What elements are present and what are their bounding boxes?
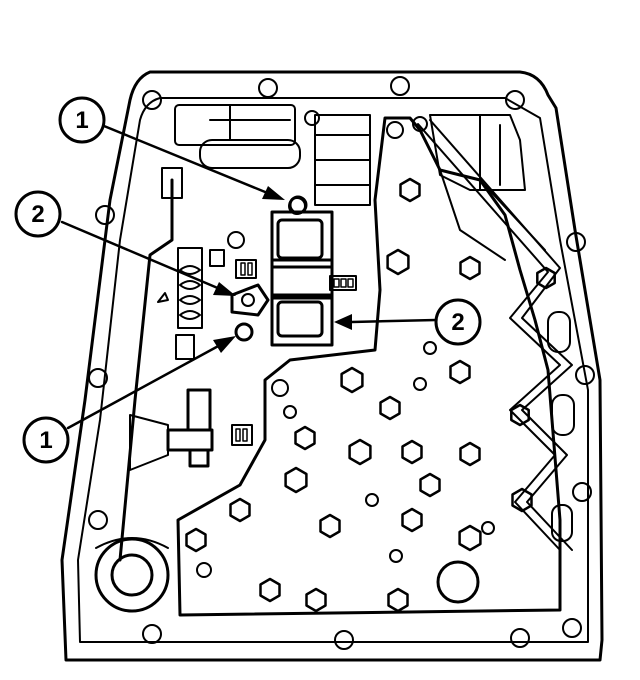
case-bolt-hole bbox=[95, 205, 115, 225]
lower-left-bore bbox=[94, 537, 170, 613]
round-bolt-icon bbox=[386, 121, 404, 139]
hex-bolt-icon bbox=[401, 439, 423, 465]
hex-bolt-icon bbox=[401, 507, 423, 533]
arrow-head bbox=[213, 282, 236, 296]
case-bolt-hole bbox=[258, 78, 278, 98]
hex-bolt-icon bbox=[348, 438, 372, 466]
hex-bolt-icon bbox=[536, 266, 556, 290]
case-bolt-hole bbox=[390, 76, 410, 96]
hex-bolt-icon bbox=[458, 524, 482, 552]
leader-lower-1 bbox=[66, 342, 224, 430]
solenoid-bolt-lower bbox=[234, 322, 254, 342]
solenoid-bolt-upper bbox=[288, 195, 308, 215]
case-bolt-hole bbox=[142, 624, 162, 644]
hex-bolt-icon bbox=[294, 425, 316, 451]
callout-label: 1 bbox=[39, 427, 52, 454]
case-bolt-hole bbox=[88, 510, 108, 530]
hex-bolt-icon bbox=[305, 587, 327, 613]
leader-upper-1 bbox=[102, 124, 272, 196]
hex-bolt-icon bbox=[319, 513, 341, 539]
case-bolt-hole bbox=[562, 618, 582, 638]
round-bolt-icon bbox=[423, 341, 437, 355]
callout-label: 2 bbox=[31, 201, 44, 228]
arrow-head bbox=[262, 186, 285, 200]
hex-bolt-icon bbox=[459, 441, 481, 467]
solenoid-pack bbox=[129, 195, 357, 471]
arrow-head bbox=[334, 314, 352, 330]
hex-bolt-icon bbox=[459, 255, 481, 281]
callout-label: 1 bbox=[75, 107, 88, 134]
round-bolt-icon bbox=[271, 379, 289, 397]
leader-right-2 bbox=[350, 318, 438, 324]
case-bolt-hole bbox=[142, 90, 162, 110]
case-bolt-hole bbox=[88, 368, 108, 388]
hex-bolt-icon bbox=[419, 472, 441, 498]
hex-bolt-icon bbox=[229, 497, 251, 523]
case-bolt-hole bbox=[505, 90, 525, 110]
leader-left-2 bbox=[60, 220, 222, 291]
round-bolt-icon bbox=[196, 562, 212, 578]
callout-left-2: 2 bbox=[14, 190, 62, 238]
hex-bolt-icon bbox=[386, 248, 410, 276]
case-outline bbox=[60, 70, 604, 662]
round-bolt-icon bbox=[481, 521, 495, 535]
solenoid-connector-icon bbox=[329, 275, 357, 291]
case-bolt-hole bbox=[575, 365, 595, 385]
hex-bolt-icon bbox=[387, 587, 409, 613]
hex-bolt-icon bbox=[510, 403, 530, 427]
pressure-switch-icon bbox=[235, 259, 257, 279]
center-adjust-bolt bbox=[230, 283, 270, 317]
round-bolt-icon bbox=[283, 405, 297, 419]
hex-bolt-icon bbox=[511, 487, 533, 513]
hex-bolt-icon bbox=[185, 527, 207, 553]
hex-bolts bbox=[185, 177, 556, 613]
case-bolt-hole bbox=[334, 630, 354, 650]
round-bolt-icon bbox=[389, 549, 403, 563]
hex-bolt-icon bbox=[399, 177, 421, 203]
hex-bolt-icon bbox=[379, 395, 401, 421]
round-bolt-icon bbox=[365, 493, 379, 507]
callout-right-2: 2 bbox=[434, 298, 482, 346]
lower-right-plug bbox=[436, 560, 480, 604]
case-bolt-hole bbox=[566, 232, 586, 252]
leader-lines bbox=[60, 124, 438, 430]
round-bolt-icon bbox=[227, 231, 245, 249]
hex-bolt-icon bbox=[284, 466, 308, 494]
round-bolt-icon bbox=[412, 116, 428, 132]
case-bolt-holes bbox=[88, 76, 595, 650]
hex-bolt-icon bbox=[259, 577, 281, 603]
callout-upper-left-1: 1 bbox=[58, 96, 106, 144]
round-bolt-icon bbox=[304, 110, 320, 126]
hex-bolt-icon bbox=[340, 366, 364, 394]
valve-body-round-holes bbox=[196, 110, 495, 578]
arrow-head bbox=[213, 336, 236, 353]
lower-connector bbox=[231, 424, 253, 446]
callout-label: 2 bbox=[451, 309, 464, 336]
callout-lower-left-1: 1 bbox=[22, 416, 70, 464]
case-bolt-hole bbox=[510, 628, 530, 648]
hex-bolt-icon bbox=[449, 359, 471, 385]
round-bolt-icon bbox=[413, 377, 427, 391]
case-bolt-hole bbox=[572, 482, 592, 502]
